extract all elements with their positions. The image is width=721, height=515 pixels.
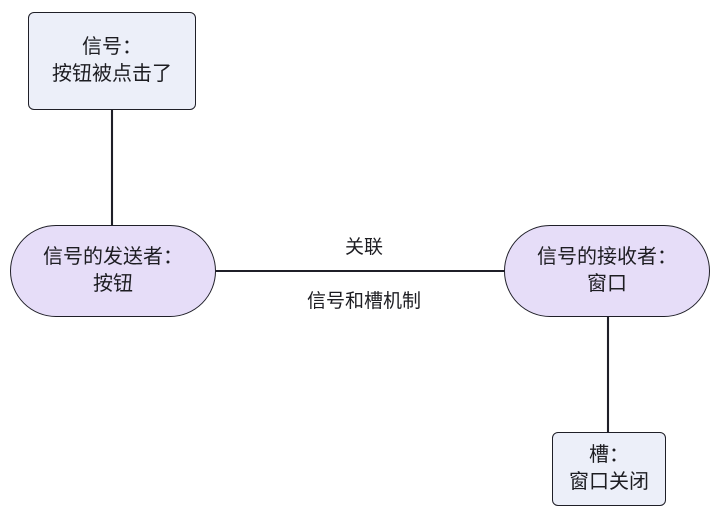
node-signal-line2: 按钮被点击了 bbox=[52, 63, 172, 85]
node-signal-receiver[interactable]: 信号的接收者： 窗口 bbox=[504, 225, 710, 317]
node-signal-sender[interactable]: 信号的发送者： 按钮 bbox=[10, 225, 216, 317]
edge-label-association: 关联 bbox=[310, 232, 418, 259]
node-slot-line2: 窗口关闭 bbox=[569, 471, 649, 493]
node-receiver-line2: 窗口 bbox=[587, 273, 627, 295]
node-signal-line1: 信号： bbox=[82, 36, 142, 59]
node-sender-line1: 信号的发送者： bbox=[43, 246, 183, 269]
edge-label-signal-slot-mechanism: 信号和槽机制 bbox=[282, 286, 446, 313]
node-slot[interactable]: 槽： 窗口关闭 bbox=[552, 432, 666, 506]
node-receiver-line1: 信号的接收者： bbox=[537, 246, 677, 269]
node-slot-line1: 槽： bbox=[589, 444, 629, 467]
node-sender-line2: 按钮 bbox=[93, 273, 133, 295]
node-signal[interactable]: 信号： 按钮被点击了 bbox=[28, 12, 196, 110]
